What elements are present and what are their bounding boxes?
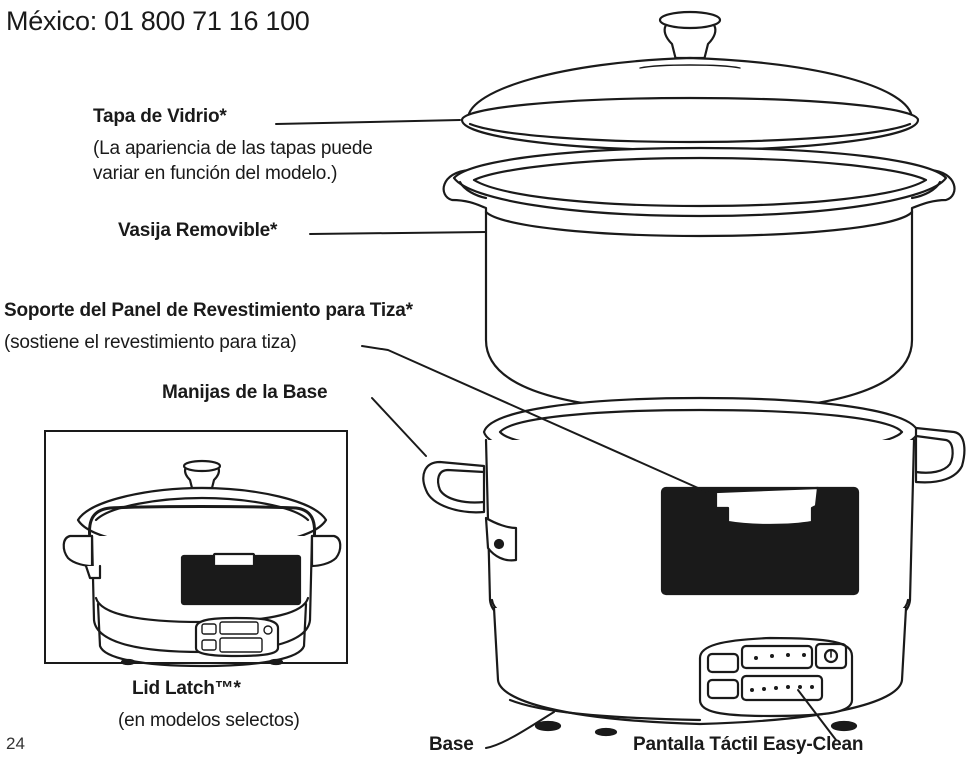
leader-chalkboard-holder: [361, 345, 717, 497]
leader-glass-lid: [275, 119, 461, 125]
leader-base: [485, 711, 555, 749]
label-glass-lid-note-1: (La apariencia de las tapas puede: [93, 138, 373, 159]
leader-touchpad: [797, 689, 837, 741]
label-base-handles: Manijas de la Base: [162, 382, 328, 403]
leader-removable-crock: [309, 231, 487, 235]
label-lid-latch: Lid Latch™*: [132, 678, 241, 699]
base-unit-drawing: [422, 396, 966, 737]
lid-latch-inset-drawing: [62, 459, 342, 668]
label-removable-crock: Vasija Removible*: [118, 220, 278, 241]
label-glass-lid-note-2: variar en función del modelo.): [93, 163, 338, 184]
lid-latch-inset-frame: [44, 430, 348, 664]
glass-lid-drawing: [460, 10, 920, 152]
leader-base-handles: [371, 397, 427, 457]
removable-crock-drawing: [442, 146, 956, 414]
label-base: Base: [429, 734, 474, 755]
label-chalkboard-holder: Soporte del Panel de Revestimiento para …: [4, 300, 413, 321]
page-number: 24: [6, 734, 25, 753]
leader-lines: [275, 119, 837, 749]
label-chalkboard-holder-note: (sostiene el revestimiento para tiza): [4, 332, 297, 353]
label-lid-latch-note: (en modelos selectos): [118, 710, 300, 731]
label-touchpad: Pantalla Táctil Easy-Clean: [633, 734, 864, 755]
label-glass-lid: Tapa de Vidrio*: [93, 106, 227, 127]
phone-number: México: 01 800 71 16 100: [6, 6, 310, 36]
